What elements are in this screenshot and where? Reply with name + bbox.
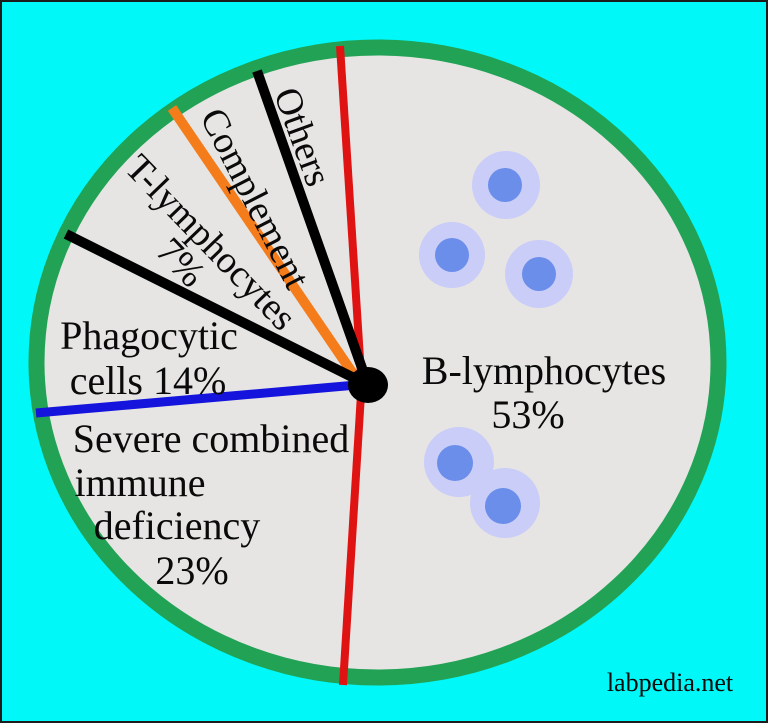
b-cell-icon — [472, 151, 540, 219]
b-cell-icon — [505, 240, 573, 308]
pie-body — [28, 39, 727, 686]
label-b-lymphocytes-line2: 53% — [491, 392, 564, 437]
b-cell-icon — [424, 427, 494, 497]
label-scid-line4: 23% — [155, 548, 228, 593]
divider-phagocytic-scid — [35, 379, 369, 418]
divider-tlymphocytes-phagocytic — [63, 229, 371, 390]
label-phagocytic-line1: Phagocytic — [60, 313, 238, 358]
label-scid-line3: deficiency — [94, 503, 261, 548]
label-scid-line2: immune — [74, 460, 205, 505]
divider-red-top — [336, 45, 366, 391]
label-phagocytic-line2: cells 14% — [70, 358, 227, 403]
cell-nucleus-icon — [437, 445, 473, 481]
divider-complement-tlymphocytes — [167, 105, 365, 387]
cell-nucleus-icon — [522, 257, 556, 291]
cell-nucleus-icon — [435, 238, 469, 272]
divider-others-complement — [252, 69, 373, 387]
label-scid-line1: Severe combined — [73, 416, 350, 461]
label-b-lymphocytes-line1: B-lymphocytes — [422, 348, 666, 393]
b-cell-icon — [470, 468, 540, 538]
divider-red-bottom — [339, 377, 366, 686]
cell-nucleus-icon — [485, 488, 521, 524]
pie-center-dot — [348, 367, 388, 403]
b-cell-icon — [419, 222, 485, 288]
cell-nucleus-icon — [488, 168, 522, 202]
watermark: labpedia.net — [607, 668, 734, 697]
